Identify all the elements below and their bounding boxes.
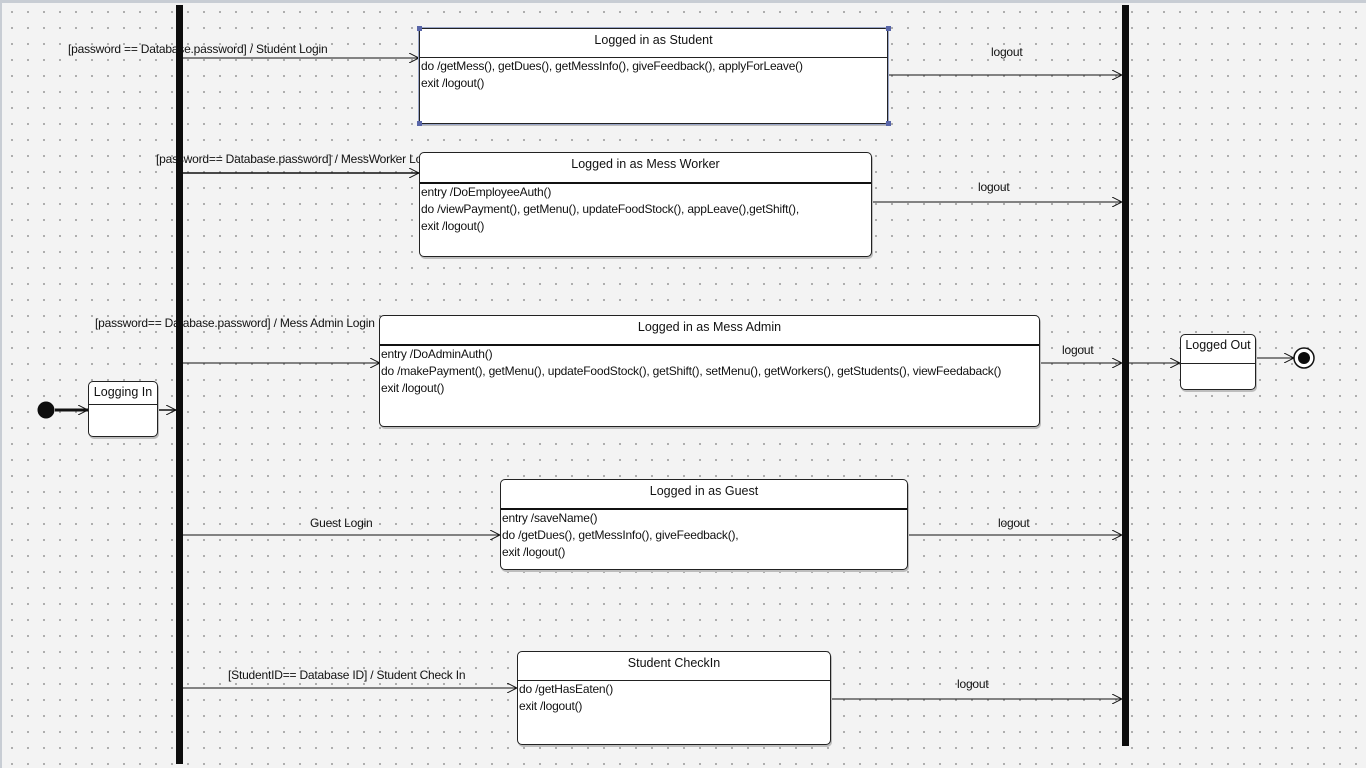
state-logging-in[interactable]: Logging In: [88, 381, 158, 437]
state-logged-in-guest[interactable]: Logged in as Guest entry /saveName() do …: [500, 479, 908, 570]
fork-bar[interactable]: [176, 5, 183, 764]
state-exit-activity: exit /logout(): [381, 381, 445, 395]
state-title: Logged in as Student: [420, 29, 887, 58]
label-logout-worker[interactable]: logout: [978, 180, 1010, 194]
state-logged-in-mess-admin[interactable]: Logged in as Mess Admin entry /DoAdminAu…: [379, 315, 1040, 427]
label-logout-student[interactable]: logout: [991, 45, 1023, 59]
label-logout-checkin[interactable]: logout: [957, 677, 989, 691]
state-exit-activity: exit /logout(): [519, 699, 583, 713]
selection-handle[interactable]: [886, 26, 891, 31]
join-bar[interactable]: [1122, 5, 1129, 746]
state-do-activity: do /makePayment(), getMenu(), updateFood…: [381, 364, 1002, 378]
state-exit-activity: exit /logout(): [502, 545, 566, 559]
state-do-activity: do /getHasEaten(): [519, 682, 613, 696]
selection-handle[interactable]: [417, 121, 422, 126]
label-logout-admin[interactable]: logout: [1062, 343, 1094, 357]
state-entry-activity: entry /DoEmployeeAuth(): [421, 185, 552, 199]
label-worker-login[interactable]: [password== Database.password] / MessWor…: [156, 152, 438, 166]
state-title: Logged in as Mess Worker: [420, 153, 871, 184]
state-title: Logging In: [89, 382, 157, 405]
initial-node[interactable]: [37, 401, 55, 419]
state-do-activity: do /getDues(), getMessInfo(), giveFeedba…: [502, 528, 739, 542]
label-logout-guest[interactable]: logout: [998, 516, 1030, 530]
state-title: Logged Out: [1181, 335, 1255, 364]
label-student-login[interactable]: [password == Database.password] / Studen…: [68, 42, 328, 56]
state-do-activity: do /getMess(), getDues(), getMessInfo(),…: [421, 59, 803, 73]
state-title: Student CheckIn: [518, 652, 830, 681]
state-exit-activity: exit /logout(): [421, 76, 485, 90]
state-student-checkin[interactable]: Student CheckIn do /getHasEaten() exit /…: [517, 651, 831, 745]
top-window-strip: [0, 0, 1366, 3]
state-entry-activity: entry /saveName(): [502, 511, 598, 525]
label-checkin[interactable]: [StudentID== Database ID] / Student Chec…: [228, 668, 466, 682]
state-title: Logged in as Mess Admin: [380, 316, 1039, 346]
final-node-core: [1298, 352, 1310, 364]
state-logged-in-mess-worker[interactable]: Logged in as Mess Worker entry /DoEmploy…: [419, 152, 872, 257]
state-do-activity: do /viewPayment(), getMenu(), updateFood…: [421, 202, 799, 216]
state-entry-activity: entry /DoAdminAuth(): [381, 347, 493, 361]
state-title: Logged in as Guest: [501, 480, 907, 510]
state-exit-activity: exit /logout(): [421, 219, 485, 233]
selection-handle[interactable]: [886, 121, 891, 126]
state-logged-out[interactable]: Logged Out: [1180, 334, 1256, 390]
label-admin-login[interactable]: [password== Database.password] / Mess Ad…: [95, 316, 375, 330]
left-window-strip: [0, 0, 2, 768]
selection-handle[interactable]: [417, 26, 422, 31]
label-guest-login[interactable]: Guest Login: [310, 516, 373, 530]
state-logged-in-student[interactable]: Logged in as Student do /getMess(), getD…: [418, 27, 889, 125]
